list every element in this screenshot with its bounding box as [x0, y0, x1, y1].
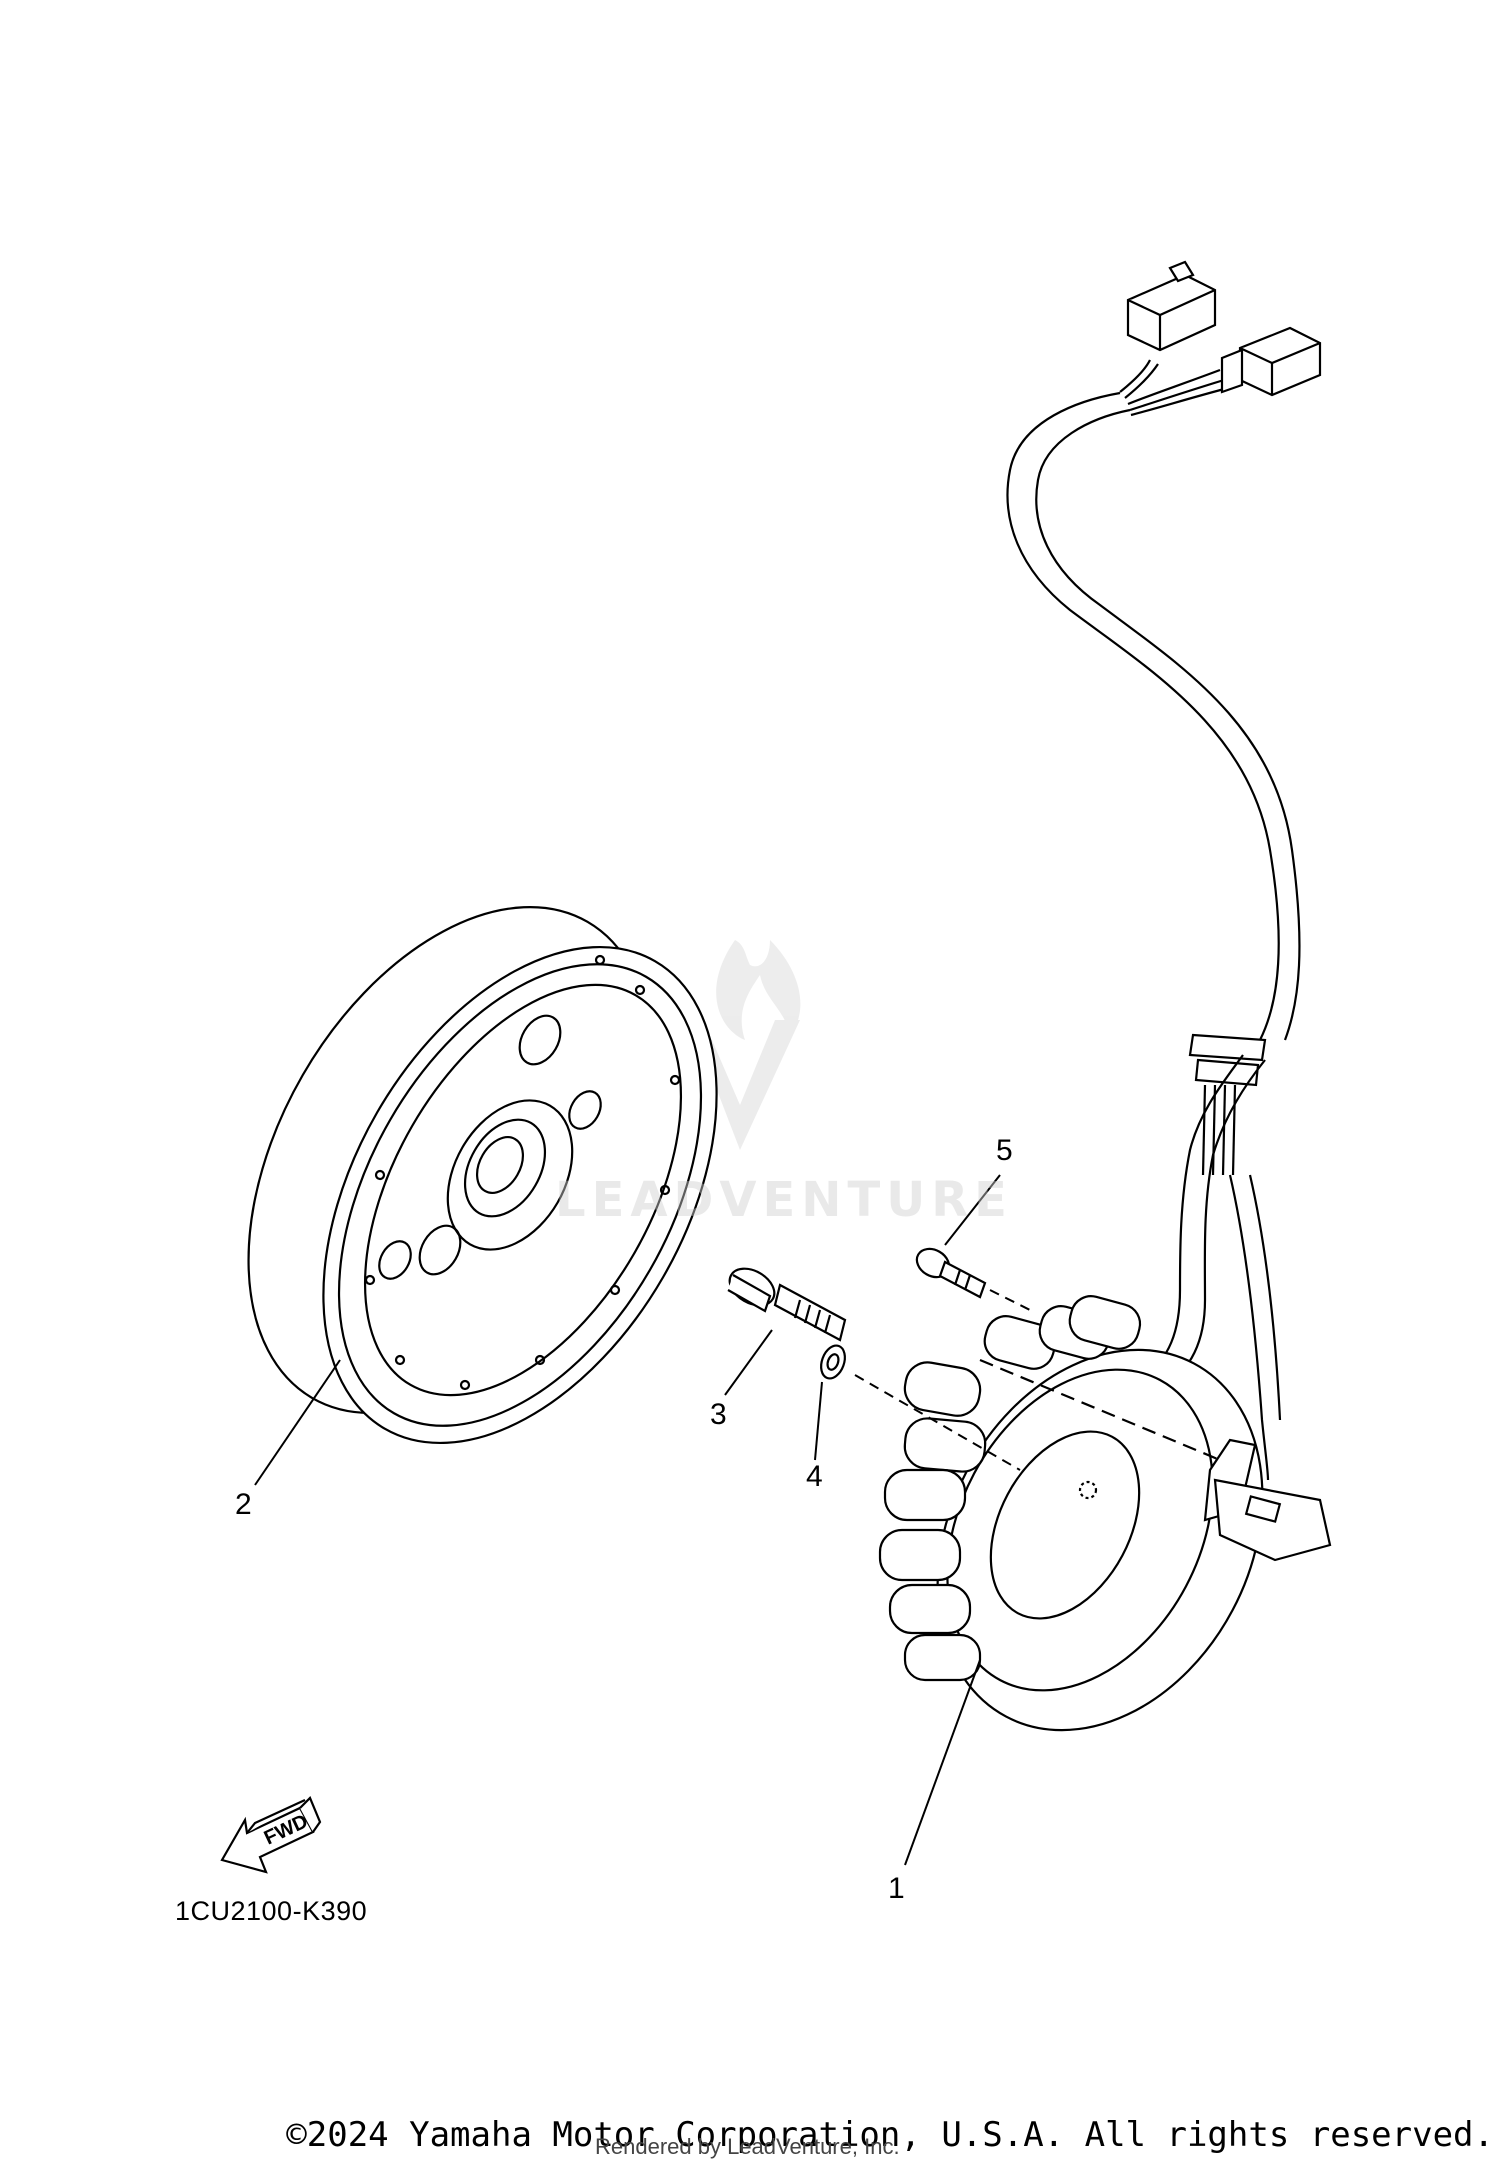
stator: [878, 1295, 1332, 1732]
wire-connector-b: [1220, 326, 1322, 397]
washer: [820, 1344, 846, 1380]
copyright-notice: ©2024 Yamaha Motor Corporation, U.S.A. A…: [286, 2115, 1494, 2155]
callout-part-1: 1: [888, 1872, 905, 1905]
callout-part-4: 4: [806, 1460, 823, 1493]
rendered-by-credit: Rendered by LeadVenture, Inc.: [595, 2134, 900, 2159]
watermark-logo: [690, 940, 801, 1150]
watermark-text: LEADVENTURE: [555, 1172, 1013, 1228]
wire-harness: [1006, 359, 1301, 1481]
callout-part-5: 5: [996, 1134, 1013, 1167]
rotor: [247, 906, 718, 1445]
wire-connector-a: [1126, 260, 1217, 352]
diagram-code: 1CU2100-K390: [175, 1896, 368, 1926]
callout-part-3: 3: [710, 1398, 727, 1431]
fwd-arrow-icon: FWD: [220, 1796, 322, 1874]
bolt: [727, 1267, 847, 1342]
screw: [915, 1247, 987, 1299]
callout-part-2: 2: [235, 1488, 252, 1521]
leader-lines: [254, 1174, 1031, 1866]
